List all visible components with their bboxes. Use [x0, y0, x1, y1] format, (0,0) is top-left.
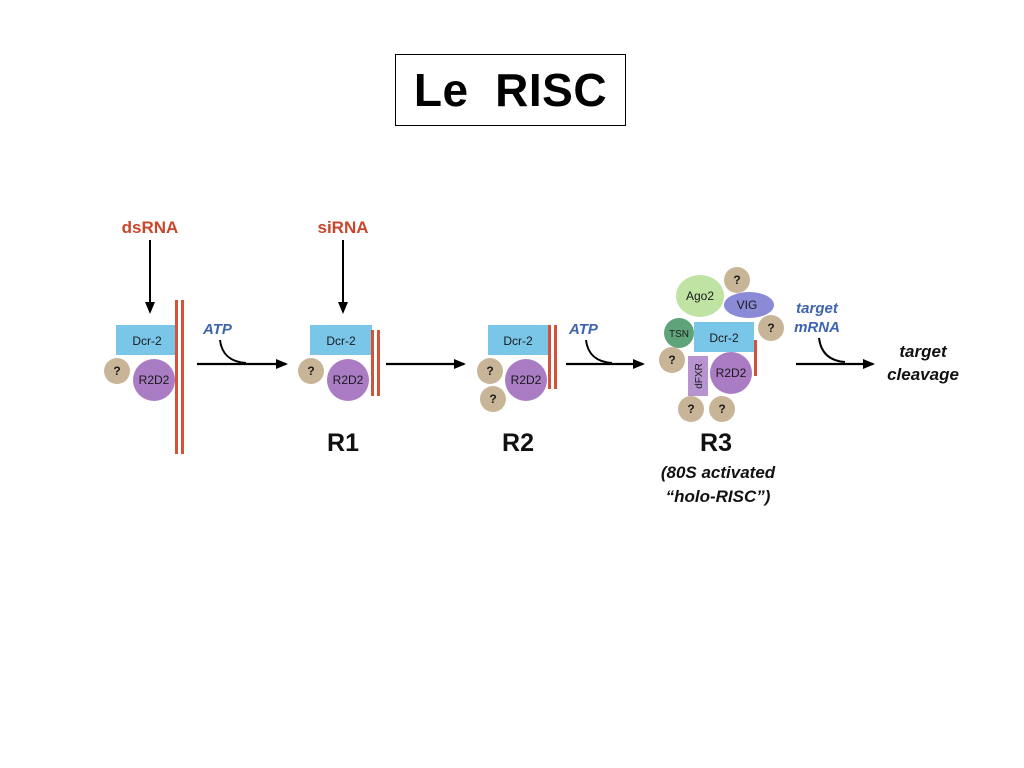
- title-box: Le RISC: [395, 54, 626, 126]
- r2d2-protein: [133, 359, 175, 401]
- unknown-label: ?: [668, 353, 675, 367]
- dcr2-protein: [694, 322, 754, 352]
- r2d2-label: R2D2: [716, 366, 747, 380]
- tsn-protein: [664, 318, 694, 348]
- ago2-label: Ago2: [686, 289, 714, 303]
- unknown-label: ?: [307, 364, 314, 378]
- unknown-protein: [298, 358, 324, 384]
- dcr2-label: Dcr-2: [503, 334, 533, 348]
- stage-r1: siRNA Dcr-2 R2D2 ? R1: [298, 218, 380, 457]
- atp-label: ATP: [202, 321, 233, 338]
- dcr2-protein: [116, 325, 178, 355]
- unknown-protein: [104, 358, 130, 384]
- dsrna-label: dsRNA: [122, 218, 179, 237]
- unknown-label: ?: [486, 364, 493, 378]
- unknown-label: ?: [489, 392, 496, 406]
- unknown-protein: [678, 396, 704, 422]
- dcr2-label: Dcr-2: [132, 334, 162, 348]
- stage-initial-complex: dsRNA Dcr-2 R2D2 ?: [104, 218, 184, 454]
- mrna-curve: [818, 337, 846, 363]
- stage-label-r2: R2: [502, 429, 534, 457]
- step-arrow-3: ATP: [566, 321, 645, 369]
- page-title: Le RISC: [413, 64, 608, 116]
- dcr2-protein: [488, 325, 548, 355]
- r2d2-protein: [327, 359, 369, 401]
- r3-subtitle-line1: (80S activated: [661, 463, 776, 482]
- sirna-strand: [754, 340, 757, 376]
- ago2-protein: [676, 275, 724, 317]
- atp-curve: [585, 339, 613, 364]
- unknown-protein: [758, 315, 784, 341]
- dcr2-protein: [310, 325, 372, 355]
- unknown-protein: [709, 396, 735, 422]
- dfxr-protein: [688, 356, 708, 396]
- sirna-label: siRNA: [317, 218, 368, 237]
- step-arrow-1: ATP: [197, 321, 288, 369]
- target-mrna-line1: target: [796, 300, 839, 317]
- unknown-protein: [477, 358, 503, 384]
- dsrna-strand: [181, 300, 184, 454]
- unknown-protein: [724, 267, 750, 293]
- r2d2-protein: [505, 359, 547, 401]
- step-arrow-4: target mRNA target cleavage: [794, 300, 959, 384]
- unknown-protein: [659, 347, 685, 373]
- stage-label-r3: R3: [700, 429, 732, 457]
- unknown-protein: [480, 386, 506, 412]
- dcr2-label: Dcr-2: [326, 334, 356, 348]
- unknown-label: ?: [767, 321, 774, 335]
- unknown-label: ?: [733, 273, 740, 287]
- sirna-strand: [377, 330, 380, 396]
- r2d2-label: R2D2: [139, 373, 170, 387]
- unknown-label: ?: [113, 364, 120, 378]
- unknown-label: ?: [687, 402, 694, 416]
- vig-label: VIG: [737, 298, 758, 312]
- unknown-label: ?: [718, 402, 725, 416]
- target-cleavage-line2: cleavage: [887, 365, 959, 384]
- dfxr-label: dFXR: [694, 363, 705, 389]
- r2d2-label: R2D2: [333, 373, 364, 387]
- atp-label: ATP: [568, 321, 599, 338]
- r3-subtitle-line2: “holo-RISC”): [666, 487, 771, 506]
- sirna-strand: [554, 325, 557, 389]
- stage-label-r1: R1: [327, 429, 359, 457]
- target-cleavage-line1: target: [899, 342, 948, 361]
- sirna-strand: [548, 325, 551, 389]
- r2d2-label: R2D2: [511, 373, 542, 387]
- stage-r2: Dcr-2 R2D2 ? ? R2: [477, 325, 557, 457]
- dsrna-strand: [175, 300, 178, 454]
- sirna-strand: [371, 330, 374, 396]
- r2d2-protein: [710, 352, 752, 394]
- stage-r3: Ago2 ? VIG TSN Dcr-2 ? ? R2D2 dFXR ? ? R…: [659, 267, 784, 506]
- vig-protein: [724, 292, 774, 318]
- dcr2-label: Dcr-2: [709, 331, 739, 345]
- tsn-label: TSN: [669, 329, 689, 340]
- target-mrna-line2: mRNA: [794, 319, 840, 336]
- atp-curve: [219, 339, 247, 364]
